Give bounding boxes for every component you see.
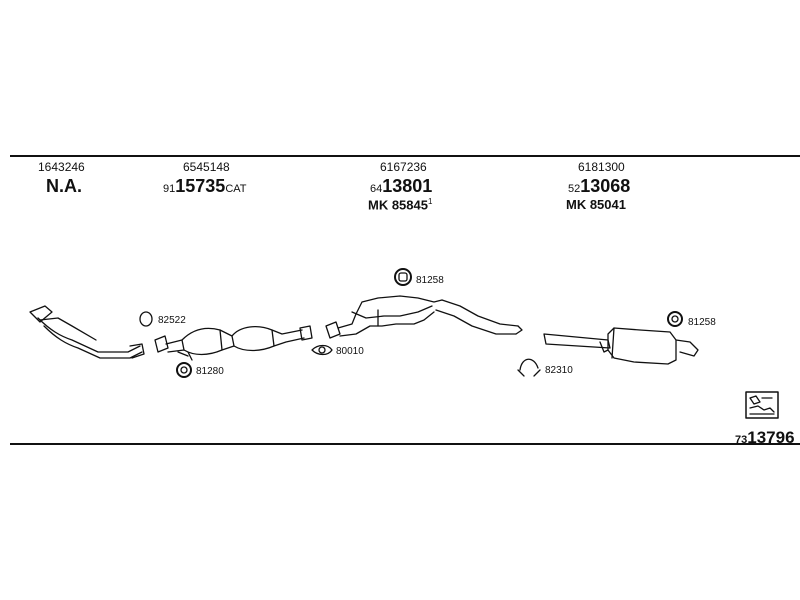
part-label-81258-rear: 81258 xyxy=(688,317,716,328)
clamp-icon xyxy=(517,358,541,377)
part-number: N.A. xyxy=(46,176,82,196)
rubber-mount-icon xyxy=(139,311,153,327)
column-3: 6167236 6413801 MK 858451 xyxy=(368,160,432,212)
hanger-ring-icon xyxy=(394,268,412,286)
column-4: 6181300 5213068 MK 85041 xyxy=(566,160,630,212)
mk-number: MK 858451 xyxy=(368,197,433,213)
part-label-81280: 81280 xyxy=(196,366,224,377)
part-label-81258: 81258 xyxy=(416,275,444,286)
part-number: 5213068 xyxy=(568,176,631,196)
hanger-ring-icon xyxy=(176,362,192,378)
oe-reference: 6545148 xyxy=(183,160,230,174)
front-pipe-drawing xyxy=(29,305,145,359)
part-number: 9115735CAT xyxy=(163,176,247,196)
hanger-ring-icon xyxy=(667,311,683,327)
center-silencer-drawing xyxy=(325,295,523,339)
part-number: 6413801 xyxy=(370,176,433,196)
part-label-82522: 82522 xyxy=(158,315,186,326)
part-label-82310: 82310 xyxy=(545,365,573,376)
gasket-icon xyxy=(311,344,333,356)
catalytic-converter-drawing xyxy=(154,325,313,361)
column-2: 6545148 9115735CAT xyxy=(163,160,247,197)
rear-silencer-drawing xyxy=(543,327,699,365)
oe-reference: 6181300 xyxy=(578,160,625,174)
oe-reference: 1643246 xyxy=(38,160,85,174)
catalog-number: 7313796 xyxy=(735,428,795,447)
bottom-rule xyxy=(10,443,800,445)
top-rule xyxy=(10,155,800,157)
catalog-icon xyxy=(745,391,779,419)
part-label-80010: 80010 xyxy=(336,346,364,357)
oe-reference: 6167236 xyxy=(380,160,427,174)
mk-number: MK 85041 xyxy=(566,197,626,212)
column-1: 1643246 N.A. xyxy=(38,160,85,197)
